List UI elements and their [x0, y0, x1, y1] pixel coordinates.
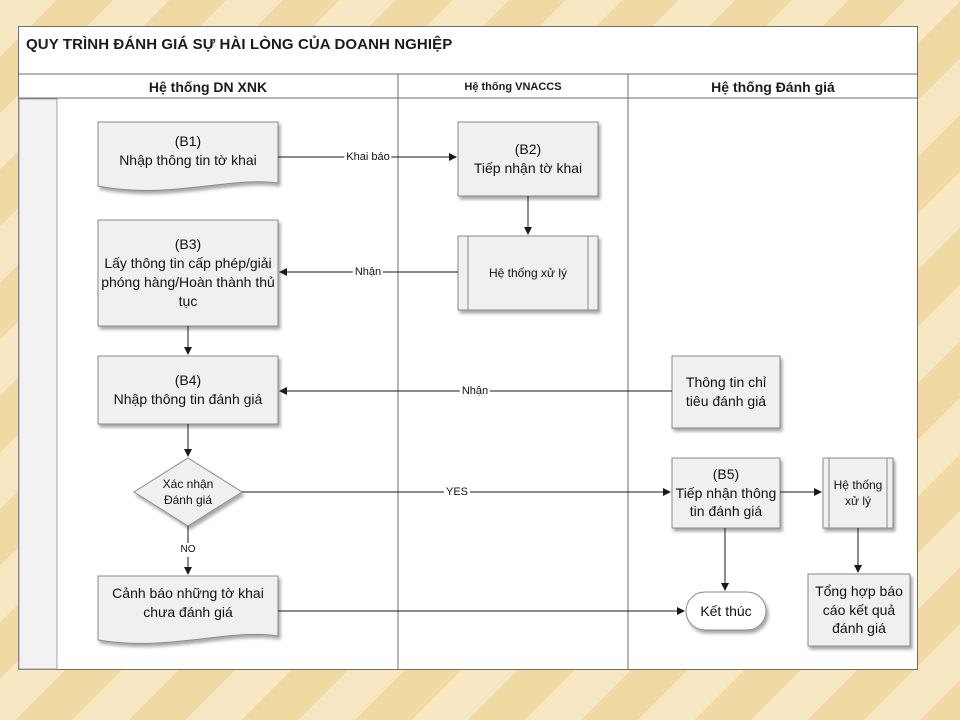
- node-warning: Cảnh báo những tờ khai chưa đánh giá: [98, 576, 278, 630]
- node-b4-text: (B4) Nhập thông tin đánh giá: [113, 372, 263, 407]
- edge-label-no: NO: [178, 543, 198, 557]
- lane-header-vnaccs: Hệ thống VNACCS: [464, 81, 562, 93]
- lane-header-danhgia: Hệ thống Đánh giá: [711, 79, 835, 95]
- node-b1-shape: [97, 121, 279, 191]
- left-gutter: [18, 98, 58, 670]
- node-b5-shape: [671, 457, 781, 529]
- node-criteria-text: Thông tin chỉ tiêu đánh giá: [685, 374, 767, 409]
- lane-header-dn: Hệ thống DN XNK: [148, 79, 268, 95]
- edge-label-khai-bao: Khai báo: [344, 150, 392, 164]
- edge-label-nhan-2: Nhận: [459, 384, 491, 398]
- node-process2-text: Hệ thống xử lý: [833, 477, 883, 508]
- node-criteria-shape: [671, 355, 781, 429]
- node-end-shape: [685, 591, 767, 631]
- node-b2-shape: [457, 121, 599, 197]
- node-process1-shape: [457, 235, 599, 311]
- node-end-text: Kết thúc: [700, 602, 752, 619]
- node-decision-text: Xác nhận Đánh giá: [162, 476, 214, 507]
- node-warning-shape: [97, 575, 279, 644]
- node-process2: Hệ thống xử lý: [830, 458, 886, 528]
- node-b3-text: (B3) Lấy thông tin cấp phép/giải phóng h…: [101, 236, 275, 309]
- node-b4: (B4) Nhập thông tin đánh giá: [98, 356, 278, 424]
- node-process1: Hệ thống xử lý: [468, 236, 588, 310]
- node-summary-shape: [807, 573, 911, 647]
- node-end: Kết thúc: [686, 592, 766, 630]
- diagram-title: QUY TRÌNH ĐÁNH GIÁ SỰ HÀI LÒNG CỦA DOANH…: [26, 36, 453, 53]
- node-b2-text: (B2) Tiếp nhận tờ khai: [473, 141, 583, 176]
- edge-label-yes: YES: [443, 485, 471, 499]
- node-b1-text: (B1) Nhập thông tin tờ khai: [119, 133, 257, 168]
- node-process1-text: Hệ thống xử lý: [488, 265, 568, 280]
- node-summary-text: Tổng hợp báo cáo kết quả đánh giá: [815, 582, 903, 637]
- node-decision: Xác nhận Đánh giá: [140, 466, 236, 518]
- node-process2-shape: [822, 457, 894, 529]
- node-warning-text: Cảnh báo những tờ khai chưa đánh giá: [112, 585, 264, 620]
- node-b3: (B3) Lấy thông tin cấp phép/giải phóng h…: [100, 222, 276, 324]
- edge-label-nhan-1: Nhận: [352, 265, 384, 279]
- node-b5: (B5) Tiếp nhận thông tin đánh giá: [672, 458, 780, 528]
- node-b5-text: (B5) Tiếp nhận thông tin đánh giá: [675, 465, 777, 520]
- node-b2: (B2) Tiếp nhận tờ khai: [458, 122, 598, 196]
- node-criteria: Thông tin chỉ tiêu đánh giá: [676, 356, 776, 428]
- node-b1: (B1) Nhập thông tin tờ khai: [98, 124, 278, 178]
- node-b4-shape: [97, 355, 279, 425]
- node-summary: Tổng hợp báo cáo kết quả đánh giá: [808, 574, 910, 646]
